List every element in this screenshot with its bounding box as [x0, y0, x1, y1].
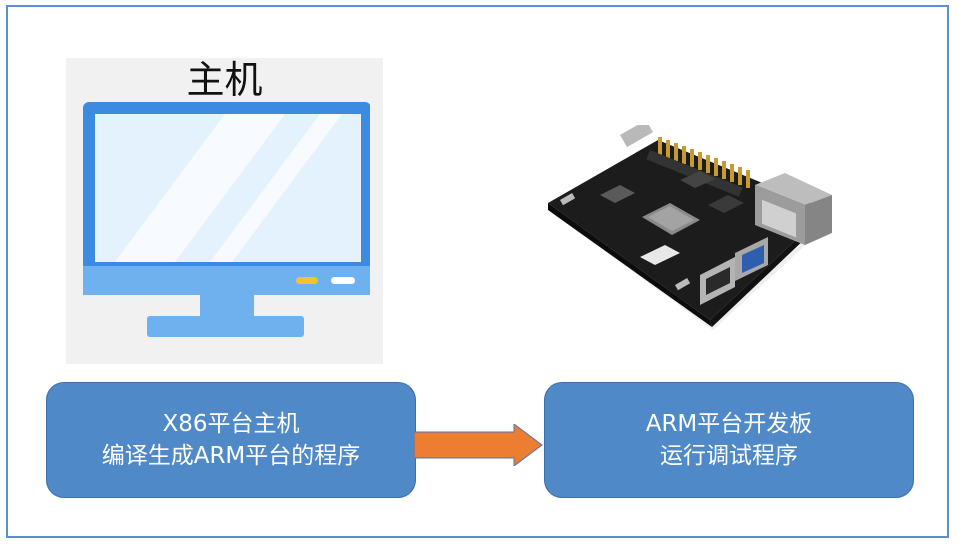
arm-board-line2: 运行调试程序: [660, 443, 798, 469]
host-compile-box: X86平台主机 编译生成ARM平台的程序: [46, 382, 416, 498]
arm-board-line1: ARM平台开发板: [645, 411, 813, 437]
host-title: 主机: [186, 58, 263, 102]
arm-board-box: ARM平台开发板 运行调试程序: [544, 382, 914, 498]
monitor-icon: [83, 102, 370, 337]
host-compile-line2: 编译生成ARM平台的程序: [101, 443, 361, 469]
host-compile-line1: X86平台主机: [162, 411, 300, 437]
arrow-right-icon: [414, 424, 543, 466]
dev-board-image: [548, 125, 833, 330]
